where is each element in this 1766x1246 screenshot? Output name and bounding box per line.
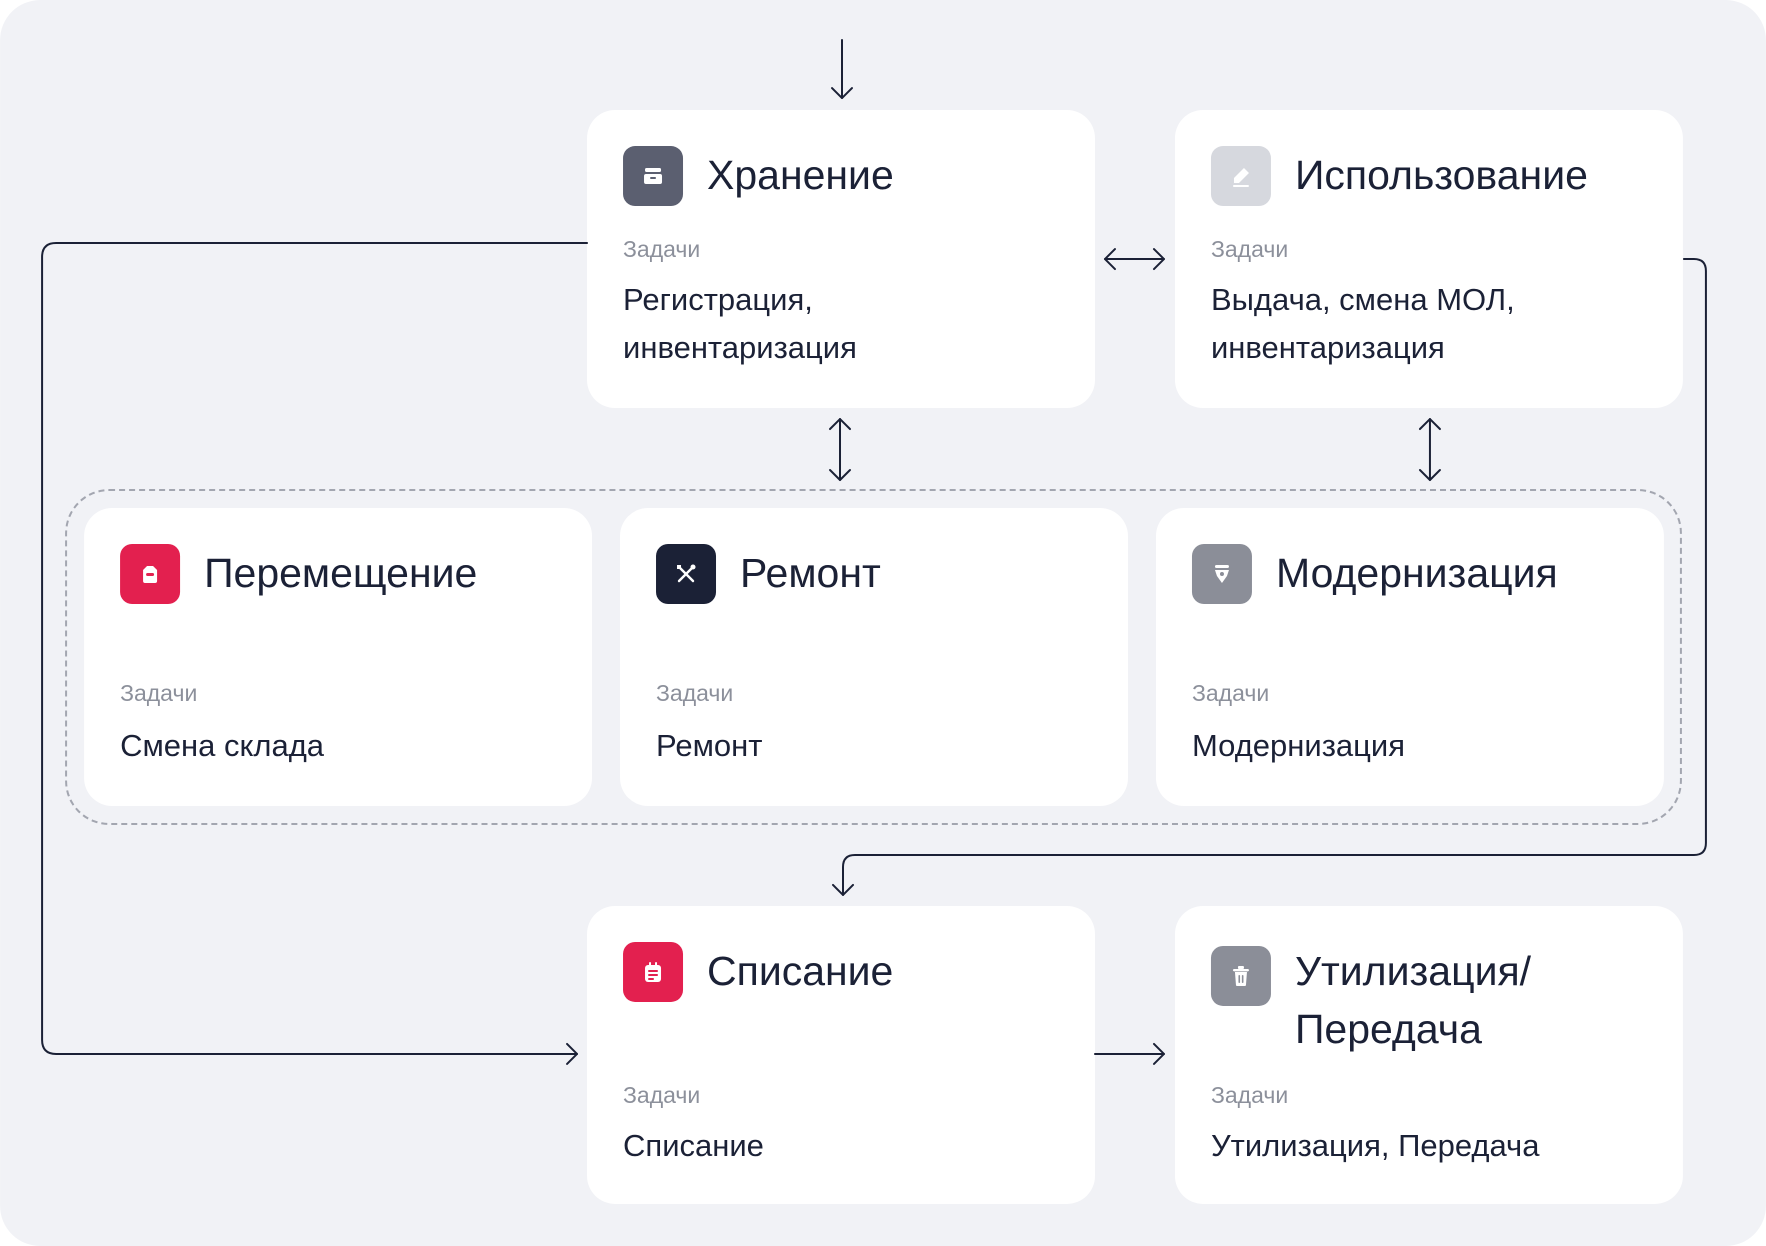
- card-title: Утилизация/ Передача: [1294, 947, 1532, 1052]
- tasks-label: Задачи: [1191, 679, 1270, 706]
- card-title: Списание: [707, 947, 894, 994]
- card-title: Перемещение: [204, 550, 478, 597]
- tasks-label: Задачи: [623, 1081, 701, 1108]
- tasks-text: Выдача, смена МОЛ, инвентаризация: [1210, 282, 1515, 366]
- tools-icon: [656, 544, 717, 605]
- card-title: Ремонт: [740, 550, 881, 597]
- card-disposal: Утилизация/ Передача Задачи Утилизация, …: [1174, 905, 1683, 1204]
- warehouse-icon: [120, 544, 181, 605]
- trash-icon: [1210, 945, 1271, 1006]
- tasks-label: Задачи: [623, 236, 701, 263]
- tasks-label: Задачи: [656, 679, 734, 706]
- tasks-label: Задачи: [1210, 236, 1289, 263]
- tasks-text: Модернизация: [1191, 727, 1406, 763]
- tasks-text: Регистрация, инвентаризация: [623, 282, 857, 366]
- card-title: Хранение: [707, 152, 894, 199]
- tasks-text: Утилизация, Передача: [1210, 1127, 1540, 1163]
- card-modernization: Модернизация Задачи Модернизация: [1155, 508, 1664, 806]
- archive-icon: [623, 146, 684, 207]
- card-title: Модернизация: [1275, 550, 1558, 597]
- card-usage: Использование Задачи Выдача, смена МОЛ, …: [1174, 110, 1683, 409]
- card-title: Использование: [1294, 152, 1588, 199]
- tasks-text: Ремонт: [656, 727, 763, 763]
- pen-nib-icon: [1191, 544, 1252, 605]
- tasks-label: Задачи: [120, 679, 198, 706]
- tasks-text: Смена склада: [120, 727, 325, 763]
- pencil-icon: [1210, 146, 1271, 207]
- card-storage: Хранение Задачи Регистрация, инвентариза…: [587, 110, 1095, 409]
- card-writeoff: Списание Задачи Списание: [587, 905, 1095, 1204]
- clipboard-icon: [623, 941, 684, 1002]
- card-repair: Ремонт Задачи Ремонт: [620, 508, 1128, 806]
- card-move: Перемещение Задачи Смена склада: [84, 508, 593, 806]
- tasks-label: Задачи: [1210, 1081, 1289, 1108]
- tasks-text: Списание: [623, 1127, 764, 1163]
